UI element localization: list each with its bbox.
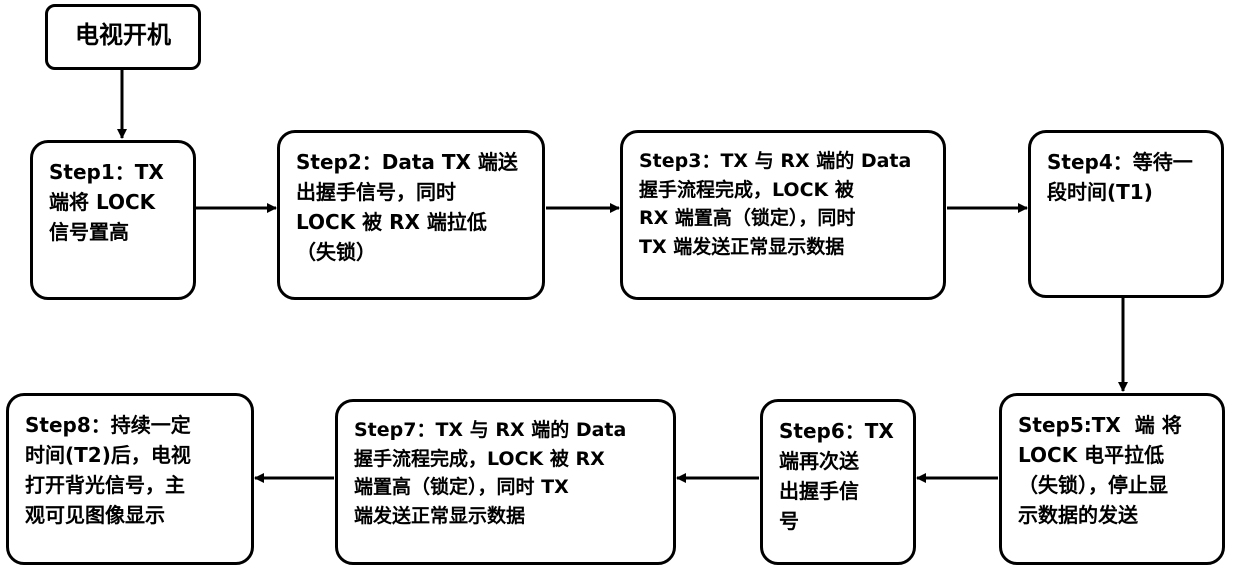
step3-text: Step3：TX 与 RX 端的 Data 握手流程完成，LOCK 被 RX 端… [639,147,927,261]
step5-text: Step5:TX 端 将 LOCK 电平拉低 （失锁），停止显 示数据的发送 [1018,410,1206,530]
step1-box: Step1：TX 端将 LOCK 信号置高 [30,140,196,300]
step7-text: Step7：TX 与 RX 端的 Data 握手流程完成，LOCK 被 RX 端… [354,416,657,530]
start-box-tv-power-on: 电视开机 [45,4,201,70]
step7-box: Step7：TX 与 RX 端的 Data 握手流程完成，LOCK 被 RX 端… [335,399,676,565]
step1-text: Step1：TX 端将 LOCK 信号置高 [49,157,177,247]
step5-box: Step5:TX 端 将 LOCK 电平拉低 （失锁），停止显 示数据的发送 [999,393,1225,565]
start-label: 电视开机 [60,17,186,53]
step4-box: Step4：等待一 段时间(T1) [1028,130,1224,298]
step2-text: Step2：Data TX 端送 出握手信号，同时 LOCK 被 RX 端拉低 … [296,147,526,267]
step6-box: Step6：TX 端再次送 出握手信 号 [760,399,916,565]
step4-text: Step4：等待一 段时间(T1) [1047,147,1205,207]
step2-box: Step2：Data TX 端送 出握手信号，同时 LOCK 被 RX 端拉低 … [277,130,545,300]
step8-text: Step8：持续一定 时间(T2)后，电视 打开背光信号，主 观可见图像显示 [25,410,235,530]
step6-text: Step6：TX 端再次送 出握手信 号 [779,416,897,536]
step3-box: Step3：TX 与 RX 端的 Data 握手流程完成，LOCK 被 RX 端… [620,130,946,300]
step8-box: Step8：持续一定 时间(T2)后，电视 打开背光信号，主 观可见图像显示 [6,393,254,565]
